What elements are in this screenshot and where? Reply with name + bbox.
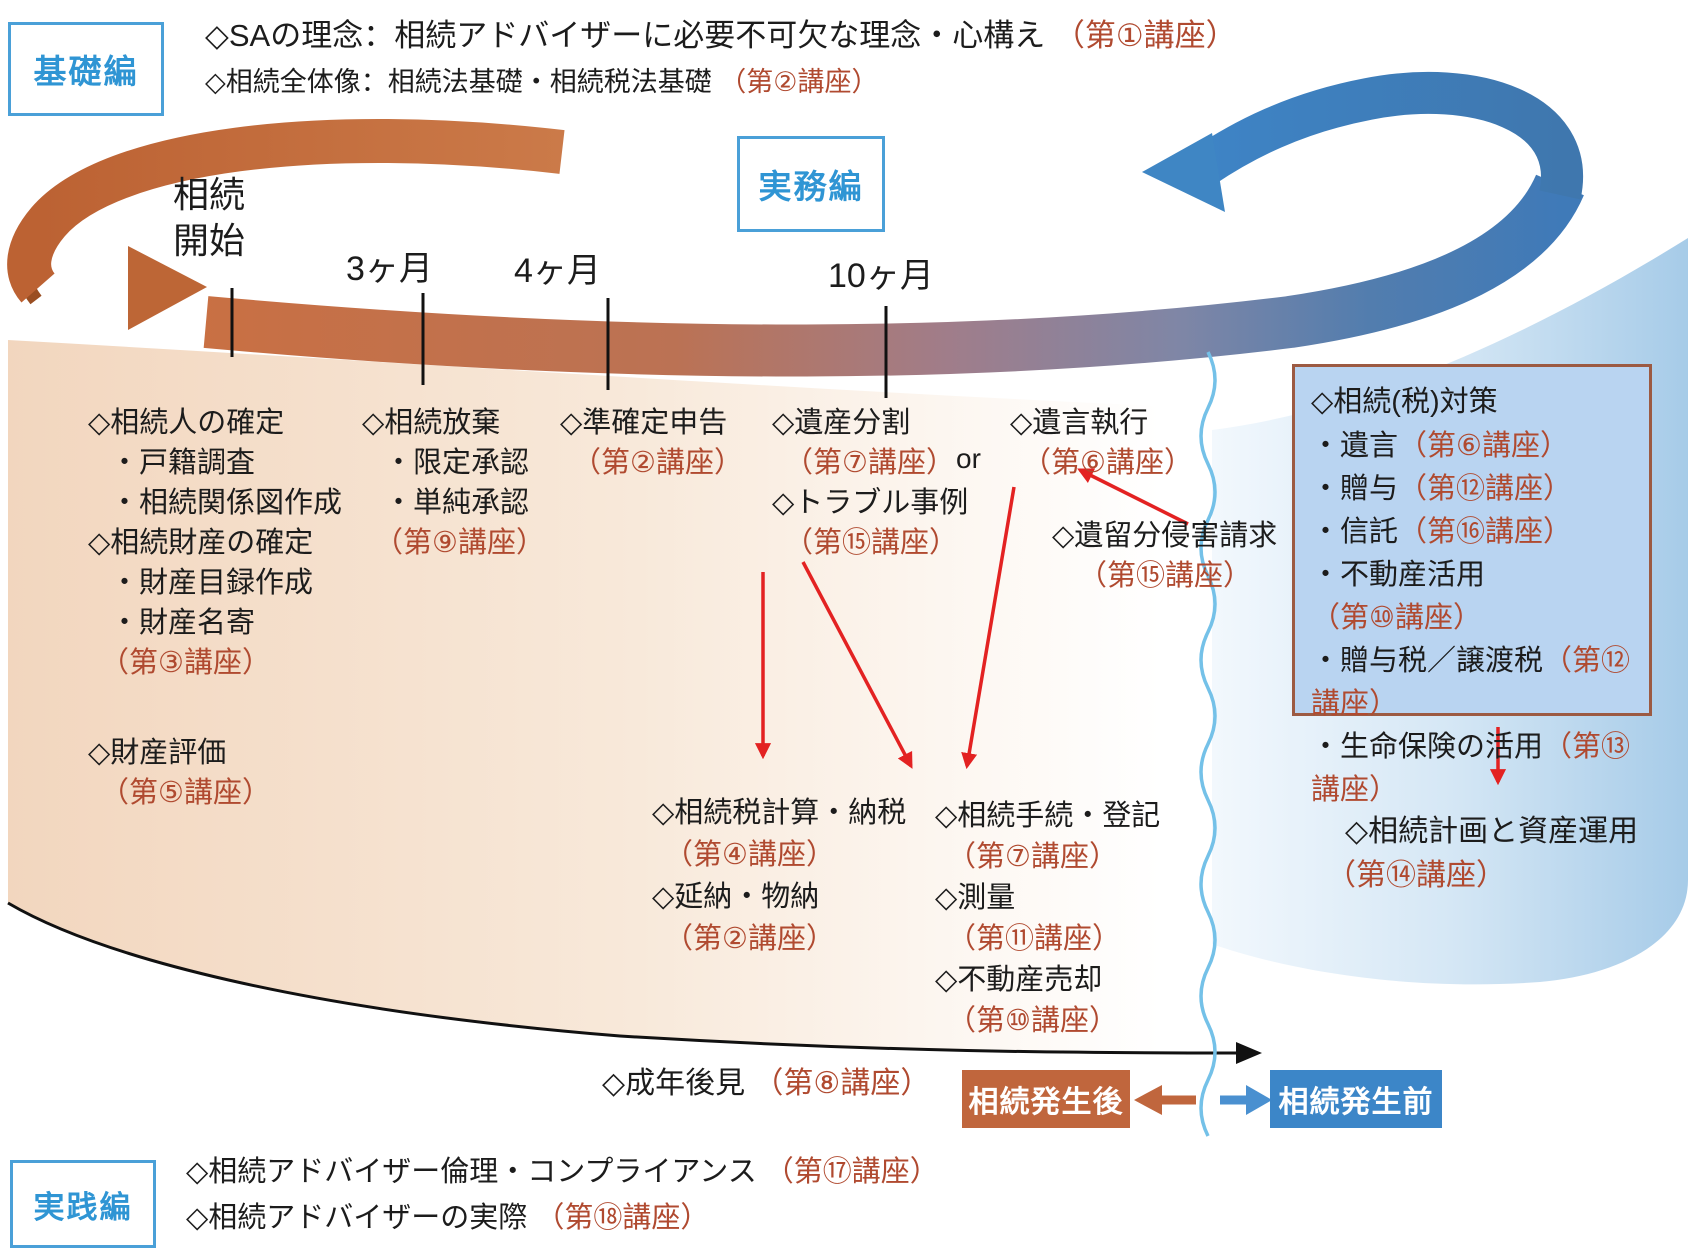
basic-line-1: ◇SAの理念：相続アドバイザーに必要不可欠な理念・心構え （第①講座）: [205, 10, 1237, 55]
quasi-return-course: （第②講座）: [572, 447, 743, 479]
after-death-box: 相続発生後: [962, 1070, 1130, 1128]
tax-measures-box: ◇相続(税)対策 ・遺言（第⑥講座） ・贈与（第⑫講座） ・信託（第⑯講座） ・…: [1292, 364, 1652, 806]
timeline-3m-label: 3ヶ月: [346, 250, 433, 288]
tax-measures-title: ◇相続(税)対策: [1311, 386, 1498, 418]
timeline-4m-label: 4ヶ月: [514, 252, 601, 290]
after-death-label: 相続発生後: [968, 1086, 1124, 1119]
tax-calc-column: ◇相続税計算・納税 （第④講座） ◇延納・物納 （第②講座）: [652, 792, 906, 960]
connector-trouble-to-touki: [801, 561, 913, 769]
tax-calc-label: ◇相続税計算・納税: [652, 797, 907, 829]
jissen-line-2-text: ◇相続アドバイザーの実際: [186, 1202, 528, 1234]
jissen-edition-label: 実践編: [33, 1189, 133, 1225]
basic-line-2: ◇相続全体像：相続法基礎・相続税法基礎 （第②講座）: [205, 60, 879, 99]
tax-calc-course: （第④講座）: [664, 839, 835, 871]
tax-measures-item: ・遺言（第⑥講座）: [1311, 430, 1570, 462]
connector-yuigon-to-touki: [961, 486, 1016, 770]
plan-label: ◇相続計画と資産運用: [1345, 815, 1639, 848]
quasi-return-column: ◇準確定申告 （第②講座）: [560, 403, 743, 483]
jissen-line-2: ◇相続アドバイザーの実際 （第⑱講座）: [186, 1194, 709, 1236]
property-sale-course: （第⑩講座）: [947, 1005, 1118, 1037]
heirs-line: ・財産名寄: [110, 607, 256, 639]
survey-label: ◇測量: [935, 882, 1016, 914]
divider-squiggle: [1199, 351, 1217, 1137]
basic-line-2-course: （第②講座）: [719, 67, 879, 97]
timeline-start-line1: 相続: [173, 174, 246, 215]
estate-division-label: ◇遺産分割: [772, 407, 911, 439]
before-death-label: 相続発生前: [1278, 1086, 1434, 1119]
renunciation-course: （第⑨講座）: [374, 527, 545, 559]
iryubun-label: ◇遺留分侵害請求: [1052, 520, 1278, 552]
jissen-edition-box: 実践編: [10, 1160, 156, 1248]
renunciation-line: ◇相続放棄: [362, 407, 501, 439]
quasi-return-label: ◇準確定申告: [560, 407, 728, 439]
timeline-bottom-arrow: [7, 901, 1239, 1055]
plan-course: （第⑭講座）: [1326, 859, 1506, 892]
trouble-case-course: （第⑮講座）: [784, 527, 959, 559]
basic-edition-box: 基礎編: [8, 22, 164, 116]
estate-division-course: （第⑦講座）: [784, 447, 955, 479]
jissen-line-1: ◇相続アドバイザー倫理・コンプライアンス （第⑰講座）: [186, 1148, 939, 1190]
asset-eval-column: ◇財産評価 （第⑤講座）: [88, 733, 271, 813]
deferred-payment-course: （第②講座）: [664, 923, 835, 955]
will-execution-course: （第⑥講座）: [1022, 447, 1193, 479]
property-sale-label: ◇不動産売却: [935, 964, 1103, 996]
guardianship-line: ◇成年後見 （第⑧講座）: [602, 1058, 930, 1102]
renunciation-column: ◇相続放棄 ・限定承認 ・単純承認 （第⑨講座）: [362, 403, 545, 563]
heirs-line: ◇相続財産の確定: [88, 527, 314, 559]
tax-measures-item: ・生命保険の活用（第⑬講座）: [1311, 731, 1631, 806]
basic-line-2-text: ◇相続全体像：相続法基礎・相続税法基礎: [205, 67, 712, 97]
trouble-case-label: ◇トラブル事例: [772, 487, 969, 519]
timeline-10m-label: 10ヶ月: [828, 257, 934, 295]
red-connectors: [754, 468, 1507, 786]
blue-cycle-arrowhead: [1142, 133, 1225, 212]
heirs-line: ・戸籍調査: [110, 447, 256, 479]
iryubun-course: （第⑮講座）: [1078, 560, 1253, 592]
orange-cycle-arrow: [7, 119, 565, 303]
heirs-line: ・財産目録作成: [110, 567, 314, 599]
deferred-payment-label: ◇延納・物納: [652, 881, 820, 913]
asset-eval-course: （第⑤講座）: [100, 777, 271, 809]
tax-measures-item: ・信託（第⑯講座）: [1311, 516, 1573, 548]
will-execution-label: ◇遺言執行: [1010, 407, 1149, 439]
after-arrowhead: [1134, 1085, 1162, 1115]
will-execution-column: ◇遺言執行 （第⑥講座）: [1010, 403, 1193, 483]
registration-column: ◇相続手続・登記 （第⑦講座） ◇測量 （第⑪講座） ◇不動産売却 （第⑩講座）: [935, 796, 1160, 1042]
timeline-start-label: 相続 開始: [173, 172, 245, 264]
jissen-line-2-course: （第⑱講座）: [535, 1202, 710, 1234]
jissen-line-1-course: （第⑰講座）: [764, 1156, 939, 1188]
timeline-start-line2: 開始: [173, 220, 246, 261]
tax-measures-item: ・不動産活用（第⑩講座）: [1311, 559, 1486, 634]
practical-edition-label: 実務編: [758, 168, 864, 205]
jissen-line-1-text: ◇相続アドバイザー倫理・コンプライアンス: [186, 1156, 757, 1188]
after-death-body: [8, 340, 1160, 1053]
iryubun-column: ◇遺留分侵害請求 （第⑮講座）: [1052, 516, 1277, 596]
basic-line-1-course: （第①講座）: [1053, 18, 1237, 53]
basic-line-1-text: ◇SAの理念：相続アドバイザーに必要不可欠な理念・心構え: [205, 18, 1046, 53]
estate-division-column: ◇遺産分割 （第⑦講座） ◇トラブル事例 （第⑮講座）: [772, 403, 968, 563]
timeline-bottom-arrowhead: [1236, 1042, 1262, 1064]
tax-measures-item: ・贈与税／譲渡税（第⑫講座）: [1311, 645, 1631, 720]
timeline-band: [203, 173, 1584, 377]
heirs-column: ◇相続人の確定 ・戸籍調査 ・相続関係図作成 ◇相続財産の確定 ・財産目録作成 …: [88, 403, 342, 683]
survey-course: （第⑪講座）: [947, 923, 1122, 955]
tax-measures-item: ・贈与（第⑫講座）: [1311, 473, 1573, 505]
guardianship-label: ◇成年後見: [602, 1067, 746, 1100]
heirs-line: ◇相続人の確定: [88, 407, 285, 439]
or-label: or: [956, 443, 981, 474]
registration-label: ◇相続手続・登記: [935, 800, 1161, 832]
heirs-course: （第③講座）: [100, 647, 271, 679]
registration-course: （第⑦講座）: [947, 841, 1118, 873]
renunciation-line: ・単純承認: [384, 487, 530, 519]
blue-cycle-arrow: [1191, 72, 1583, 200]
before-death-box: 相続発生前: [1270, 1070, 1442, 1128]
heirs-line: ・相続関係図作成: [110, 487, 343, 519]
basic-edition-label: 基礎編: [33, 53, 139, 90]
before-arrowhead: [1246, 1085, 1272, 1115]
asset-eval-label: ◇財産評価: [88, 737, 227, 769]
renunciation-line: ・限定承認: [384, 447, 530, 479]
practical-edition-box: 実務編: [737, 136, 885, 232]
connector-iryubun-to-yuigon: [1077, 468, 1189, 526]
orange-cycle-arrowhead: [128, 246, 207, 330]
guardianship-course: （第⑧講座）: [753, 1067, 931, 1100]
